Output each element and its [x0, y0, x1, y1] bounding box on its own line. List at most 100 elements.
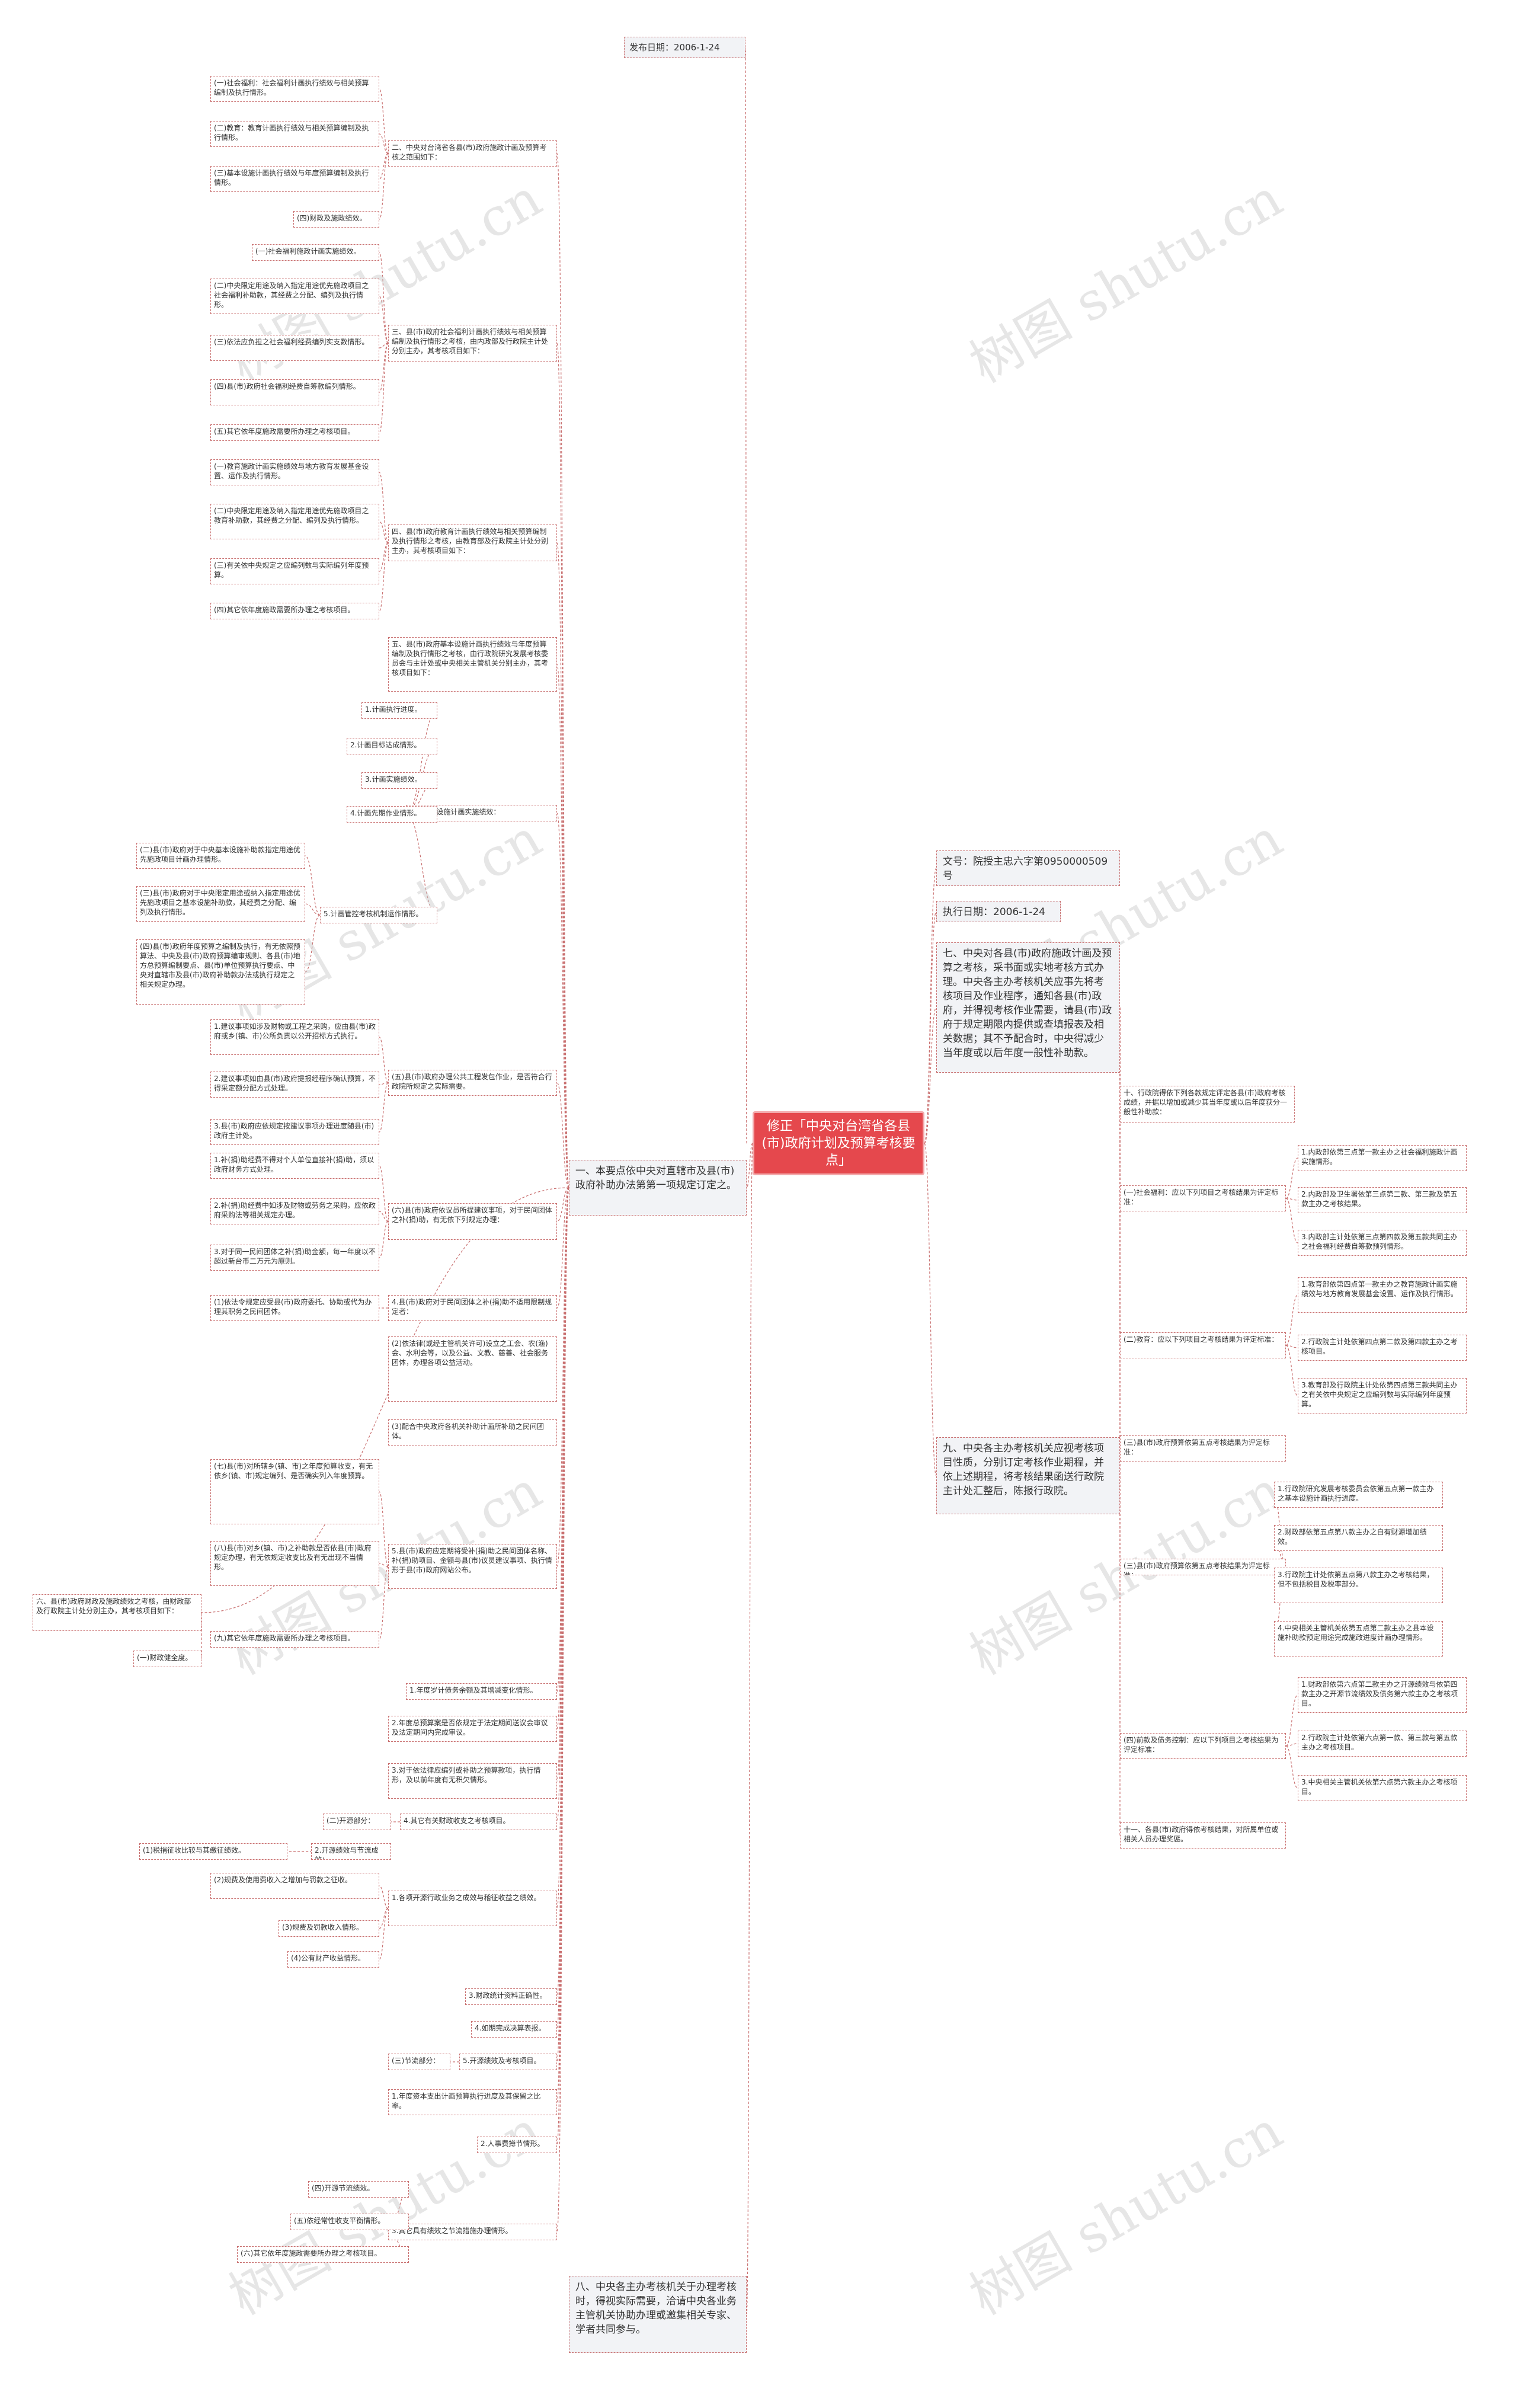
item-5-publish[interactable]: 5.县(市)政府应定期将受补(捐)助之民间团体名称、补(捐)助项目、金额与县(市… [388, 1544, 557, 1589]
connector-line [556, 664, 569, 1188]
item-3-child[interactable]: (三)依法应负担之社会福利经费编列实支数情形。 [210, 335, 379, 361]
item-5-township[interactable]: (八)县(市)对乡(镇、市)之补助款是否依县(市)政府规定办理，有无依规定收支比… [210, 1541, 379, 1586]
connector-line [924, 911, 937, 1144]
connector-line [379, 1885, 389, 1909]
item-5-infra-child[interactable]: 1.计画执行进度。 [361, 702, 437, 719]
group-county-budget[interactable]: (三)县(市)政府预算依第五点考核结果为评定标准： [1120, 1435, 1286, 1462]
item-7[interactable]: 七、中央对各县(市)政府施政计画及预算之考核，采书面或实地考核方式办理。中央各主… [936, 942, 1120, 1073]
item-2-child[interactable]: (三)基本设施计画执行绩效与年度预算编制及执行情形。 [210, 166, 379, 192]
item-5-infra-child[interactable]: 5.计画管控考核机制运作情形。 [320, 907, 437, 923]
item-2-child[interactable]: (二)教育：教育计画执行绩效与相关预算编制及执行情形。 [210, 121, 379, 147]
item-6-child[interactable]: (一)财政健全度。 [133, 1651, 201, 1667]
group2-item[interactable]: 3.教育部及行政院主计处依第四点第三款共同主办之有关依中央规定之应编列数与实际编… [1298, 1378, 1467, 1414]
item-5-procurement-child[interactable]: 2.建议事项如由县(市)政府提报经程序确认预算，不得采定额分配方式处理。 [210, 1072, 379, 1098]
item-6-open-child[interactable]: (1)税捐征收比较与其缴征绩效。 [139, 1843, 287, 1860]
group-education[interactable]: (二)教育：应以下列项目之考核结果为评定标准： [1120, 1332, 1286, 1358]
connector-line [1285, 1745, 1298, 1789]
group-infrastructure[interactable]: (三)县(市)政府预算依第五点考核结果为评定标准： [1120, 1559, 1286, 1575]
group3-item[interactable]: 1.行政院研究发展考核委员会依第五点第一款主办之基本设施计画执行进度。 [1274, 1482, 1443, 1508]
item-6-revenue-child[interactable]: 2.年度总预算案是否依规定于法定期间送议会审议及法定期间内完成审议。 [388, 1716, 557, 1742]
item-5-infra-child[interactable]: 4.计画先期作业情形。 [347, 806, 437, 823]
item-6-stat-child[interactable]: 4.如期完成决算表报。 [471, 2021, 557, 2038]
group3-item[interactable]: 4.中央相关主管机关依第五点第二款主办之县本设施补助款预定用途完成施政进度计画办… [1274, 1621, 1443, 1657]
item-6-revenue[interactable]: (二)开源部分： [323, 1814, 391, 1830]
item-6-revenue-child[interactable]: 3.对于依法律应编列或补助之预算款项，执行情形，及以前年度有无积欠情形。 [388, 1763, 557, 1799]
item-4-child[interactable]: (四)其它依年度施政需要所办理之考核项目。 [210, 603, 379, 619]
group2-item[interactable]: 1.教育部依第四点第一款主办之教育施政计画实施绩效与地方教育发展基金设置、运作及… [1298, 1277, 1467, 1313]
item-4[interactable]: 四、县(市)政府教育计画执行绩效与相关预算编制及执行情形之考核，由教育部及行政院… [388, 525, 557, 561]
item-6[interactable]: 六、县(市)政府财政及施政绩效之考核，由财政部及行政院主计处分别主办，其考核项目… [33, 1594, 201, 1631]
item-4-child[interactable]: (三)有关依中央规定之应编列数与实际编列年度预算。 [210, 558, 379, 584]
doc-number[interactable]: 文号：院授主忠六字第0950000509号 [936, 850, 1120, 886]
item-5-exempt-child[interactable]: (2)依法律(或经主管机关许可)设立之工会、农(渔)会、水利会等，以及公益、文教… [388, 1336, 557, 1402]
item-5-township[interactable]: (七)县(市)对所辖乡(镇、市)之年度预算收支，有无依乡(镇、市)规定编列、是否… [210, 1459, 379, 1524]
item-5-exempt-child[interactable]: (3)配合中央政府各机关补助计画所补助之民间团体。 [388, 1419, 557, 1446]
item-5-other[interactable]: (九)其它依年度施政需要所办理之考核项目。 [210, 1631, 379, 1648]
item-6-open-child[interactable]: (4)公有财产收益情形。 [287, 1951, 379, 1968]
item-3-child[interactable]: (二)中央限定用途及纳入指定用途优先施政项目之社会福利补助款，其经费之分配、编列… [210, 279, 379, 314]
item-5-procurement-child[interactable]: 1.建议事项如涉及财物或工程之采购，应由县(市)政府或乡(镇、市)公所负责以公开… [210, 1019, 379, 1055]
item-5[interactable]: 五、县(市)政府基本设施计画执行绩效与年度预算编制及执行情形之考核，由行政院研究… [388, 637, 557, 692]
item-6-revenue-child[interactable]: 1.年度岁计债务余额及其增减变化情形。 [406, 1683, 557, 1700]
group1-item[interactable]: 2.内政部及卫生署依第三点第二款、第三款及第五款主办之考核结果。 [1298, 1187, 1467, 1213]
publish-date[interactable]: 发布日期：2006-1-24 [624, 37, 745, 58]
item-2-child[interactable]: (四)财政及施政绩效。 [293, 211, 379, 228]
item-6-saving-child[interactable]: 1.年度资本支出计画预算执行进度及其保留之比率。 [388, 2089, 557, 2115]
item-5-subsidy-child[interactable]: 3.对于同一民间团体之补(捐)助金额，每一年度以不超过新台币二万元为原则。 [210, 1245, 379, 1271]
item-5-procurement[interactable]: (五)县(市)政府办理公共工程发包作业，是否符合行政院所规定之实际需要。 [388, 1070, 557, 1096]
item-5-exempt[interactable]: 4.县(市)政府对于民间团体之补(捐)助不适用限制规定者： [388, 1295, 557, 1321]
item-6-open-child[interactable]: (3)规费及罚款收入情形。 [279, 1920, 379, 1937]
item-6-saving-child[interactable]: 2.人事费撙节情形。 [477, 2137, 557, 2153]
item-6-open-main[interactable]: 1.各项开源行政业务之成效与稽征收益之绩效。 [388, 1891, 557, 1926]
item-6-open-child[interactable]: (2)规费及使用费收入之增加与罚款之征收。 [210, 1873, 379, 1899]
item-6-saving-child[interactable]: 3.其它具有绩效之节流措施办理情形。 [388, 2224, 557, 2240]
group1-item[interactable]: 1.内政部依第三点第一款主办之社会福利施政计画实施情形。 [1298, 1145, 1467, 1171]
item-8[interactable]: 八、中央各主办考核机关于办理考核时，得视实际需要，洽请中央各业务主管机关协助办理… [569, 2276, 747, 2353]
item-5-budget-child[interactable]: (四)县(市)政府年度预算之编制及执行，有无依照预算法、中央及县(市)政府预算编… [136, 939, 305, 1005]
item-3-child[interactable]: (四)县(市)政府社会福利经费自筹款编列情形。 [210, 379, 379, 405]
item-3-child[interactable]: (五)其它依年度施政需要所办理之考核项目。 [210, 424, 379, 441]
connector-line [379, 1211, 389, 1222]
root-topic[interactable]: 修正「中央对台湾省各县(市)政府计划及预算考核要点」 [753, 1111, 924, 1175]
item-6-other[interactable]: (四)开源节流绩效。 [308, 2181, 409, 2198]
item-11[interactable]: 十一、各县(市)政府得依考核结果，对所属单位或相关人员办理奖惩。 [1120, 1822, 1286, 1849]
group4-item[interactable]: 2.行政院主计处依第六点第一款、第三款与第五款主办之考核项目。 [1298, 1731, 1467, 1757]
item-5-budget-child[interactable]: (三)县(市)政府对于中央限定用途或纳入指定用途优先施政项目之基本设施补助款，其… [136, 886, 305, 922]
group4-item[interactable]: 3.中央相关主管机关依第六点第六款主办之考核项目。 [1298, 1775, 1467, 1801]
item-6-stat-child[interactable]: 3.财政统计资料正确性。 [465, 1988, 557, 2005]
item-10[interactable]: 十、行政院得依下列各款规定评定各县(市)政府考核成绩，并据以增加或减少其当年度或… [1120, 1086, 1295, 1123]
exec-date[interactable]: 执行日期：2006-1-24 [936, 901, 1061, 922]
item-2-child[interactable]: (一)社会福利：社会福利计画执行绩效与相关预算编制及执行情形。 [210, 76, 379, 102]
item-9[interactable]: 九、中央各主办考核机关应视考核项目性质，分别订定考核作业期程，并依上述期程，将考… [936, 1437, 1120, 1514]
item-6-other[interactable]: (五)依经常性收支平衡情形。 [290, 2214, 409, 2230]
item-2[interactable]: 二、中央对台湾省各县(市)政府施政计画及预算考核之范围如下： [388, 140, 557, 167]
item-4-child[interactable]: (一)教育施政计画实施绩效与地方教育发展基金设置、运作及执行情形。 [210, 459, 379, 485]
item-5-subsidy-child[interactable]: 1.补(捐)助经费不得对个人单位直接补(捐)助，须以政府财务方式处理。 [210, 1153, 379, 1179]
group3-item[interactable]: 2.财政部依第五点第八款主办之自有财源增加绩效。 [1274, 1525, 1443, 1551]
group2-item[interactable]: 2.行政院主计处依第四点第二款及第四款主办之考核项目。 [1298, 1335, 1467, 1361]
connector-line [379, 343, 389, 433]
group-finance-debt[interactable]: (四)前款及债务控制：应以下列项目之考核结果为评定标准： [1120, 1733, 1286, 1759]
item-1[interactable]: 一、本要点依中央对直辖市及县(市)政府补助办法第第一项规定订定之。 [569, 1160, 747, 1216]
connector-line [405, 710, 438, 814]
group4-item[interactable]: 1.财政部依第六点第二款主办之开源绩效与依第四款主办之开源节流绩效及债务第六款主… [1298, 1677, 1467, 1713]
item-5-subsidy[interactable]: (六)县(市)政府依议员所提建议事项，对于民间团体之补(捐)助，有无依下列规定办… [388, 1203, 557, 1240]
item-6-other[interactable]: (六)其它依年度施政需要所办理之考核项目。 [237, 2246, 409, 2263]
item-6-revenue-child[interactable]: 4.其它有关财政收支之考核项目。 [400, 1814, 557, 1830]
item-5-subsidy-child[interactable]: 2.补(捐)助经费中如涉及财物或劳务之采购，应依政府采购法等相关规定办理。 [210, 1198, 379, 1224]
group3-item[interactable]: 3.行政院主计处依第五点第八款主办之考核结果，但不包括税目及税率部分。 [1274, 1568, 1443, 1603]
item-6-stat-child[interactable]: 5.开源绩效及考核项目。 [459, 2054, 557, 2070]
item-5-procurement-child[interactable]: 3.县(市)政府应依规定按建议事项办理进度随县(市)政府主计处。 [210, 1119, 379, 1145]
item-6-saving[interactable]: (三)节流部分： [388, 2054, 450, 2070]
group-social-welfare[interactable]: (一)社会福利：应以下列项目之考核结果为评定标准： [1120, 1185, 1286, 1211]
item-3[interactable]: 三、县(市)政府社会福利计画执行绩效与相关预算编制及执行情形之考核，由内政部及行… [388, 325, 557, 362]
item-5-infra-child[interactable]: 2.计画目标达成情形。 [347, 738, 437, 754]
connector-line [556, 153, 569, 1188]
group1-item[interactable]: 3.内政部主计处依第三点第四款及第五款共同主办之社会福利经费自筹款预列情形。 [1298, 1230, 1467, 1256]
item-5-exempt-child[interactable]: (1)依法令规定应受县(市)政府委托、协助或代为办理其职务之民间团体。 [210, 1295, 379, 1321]
item-3-child[interactable]: (一)社会福利施政计画实施绩效。 [252, 244, 379, 261]
item-6-open[interactable]: 2.开源绩效与节流成效： [311, 1843, 391, 1860]
item-5-infra-child[interactable]: 3.计画实施绩效。 [361, 772, 437, 789]
item-4-child[interactable]: (二)中央限定用途及纳入指定用途优先施政项目之教育补助款，其经费之分配、编列及执… [210, 504, 379, 539]
item-5-budget-child[interactable]: (二)县(市)政府对于中央基本设施补助款指定用途优先施政项目计画办理情形。 [136, 843, 305, 869]
